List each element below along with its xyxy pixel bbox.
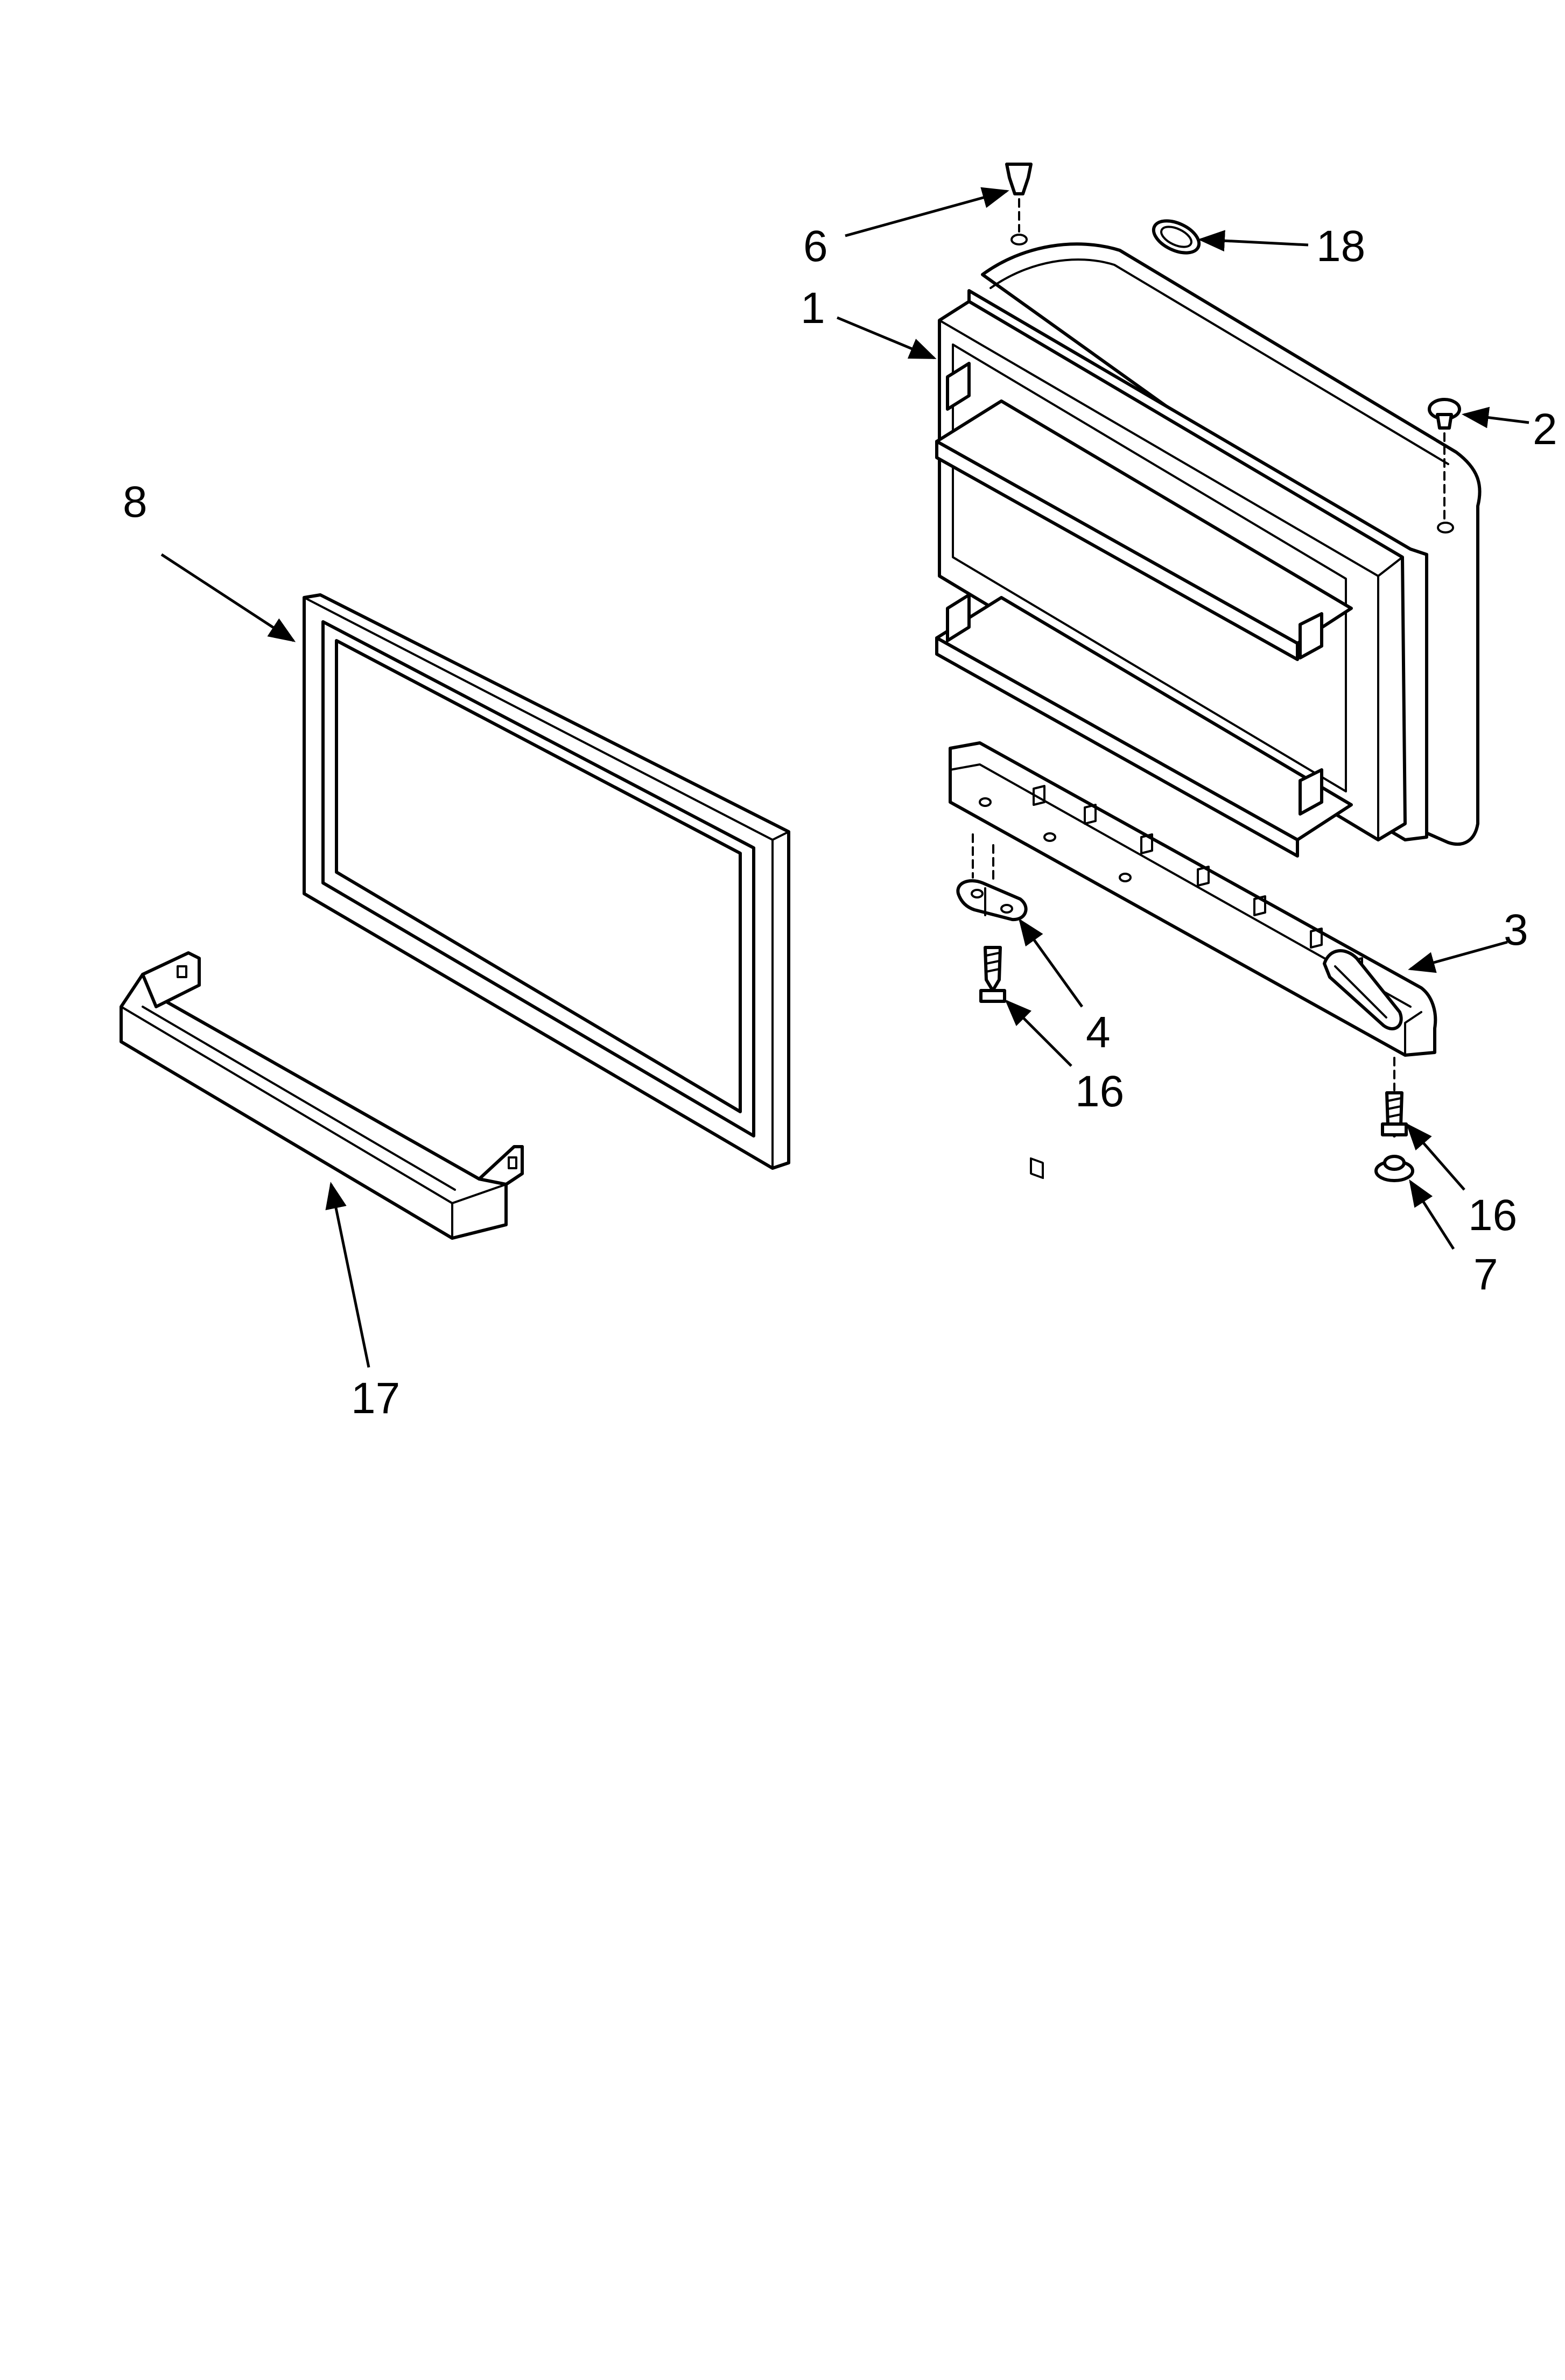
screw-part-16-left (979, 946, 1006, 1003)
callout-labels: 6 18 1 2 8 3 4 16 16 7 17 (123, 222, 1557, 1423)
leader-6 (845, 187, 1009, 237)
hinge-bracket-part-4 (956, 879, 1028, 922)
callout-3: 3 (1504, 905, 1528, 954)
screw-part-16-right (1381, 1091, 1408, 1138)
leader-3 (1408, 940, 1508, 973)
callout-4: 4 (1086, 1008, 1111, 1057)
callout-17: 17 (351, 1374, 400, 1423)
callout-16a: 16 (1075, 1067, 1124, 1116)
leader-16b (1406, 1123, 1465, 1191)
washer-part-7 (1374, 1155, 1414, 1182)
door-liner-part-1 (935, 234, 1482, 858)
callout-2: 2 (1533, 405, 1557, 454)
trim-part-3 (949, 741, 1437, 1180)
door-gasket-part-8 (303, 593, 790, 1170)
leader-2 (1462, 406, 1529, 429)
leader-lines (160, 187, 1529, 1368)
leader-7 (1409, 1179, 1455, 1250)
leader-16a (1005, 999, 1072, 1067)
callout-7: 7 (1473, 1250, 1498, 1299)
callout-16b: 16 (1468, 1191, 1517, 1240)
plug-part-18 (1152, 219, 1201, 255)
door-shelf-part-17 (120, 951, 524, 1240)
callout-8: 8 (123, 478, 148, 526)
leader-4 (1019, 918, 1084, 1008)
plug-part-2 (1428, 398, 1461, 521)
callout-1: 1 (801, 284, 825, 333)
leader-8 (160, 553, 296, 642)
callout-6: 6 (803, 222, 828, 271)
callout-18: 18 (1316, 222, 1365, 271)
leader-1 (837, 316, 937, 360)
screw-cap-part-6 (1005, 163, 1033, 233)
leader-18 (1198, 230, 1309, 252)
leader-17 (325, 1182, 370, 1368)
